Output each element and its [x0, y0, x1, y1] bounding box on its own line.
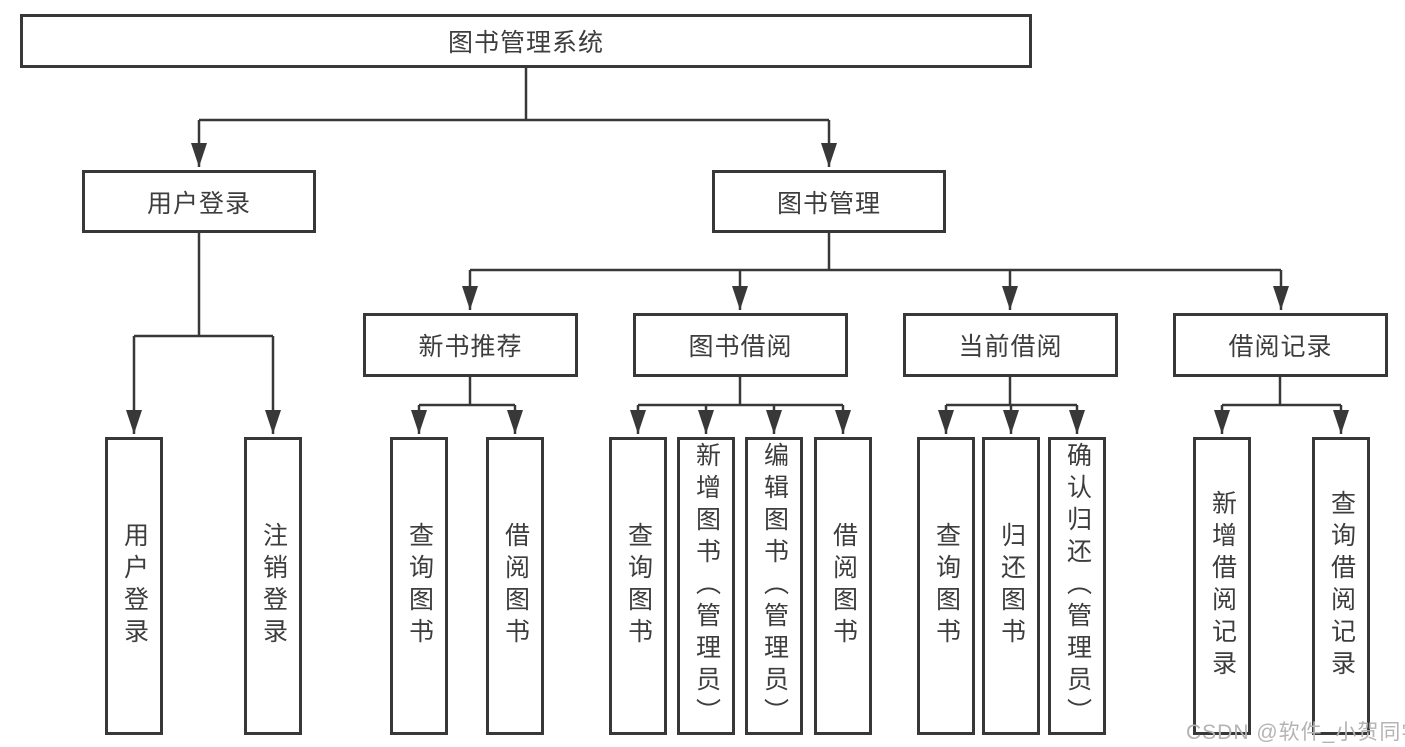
leaf-label: 查询图书 — [932, 522, 961, 650]
node-label: 新书推荐 — [418, 333, 523, 361]
node-label: 当前借阅 — [958, 333, 1063, 361]
leaf-label: 查询借阅记录 — [1327, 490, 1356, 682]
leaf-confirm-return-admin: 确认归还（管理员） — [1048, 437, 1106, 735]
node-label: 图书管理系统 — [447, 29, 604, 57]
watermark: CSDN @软件_小贺同学 — [1186, 721, 1405, 744]
node-book-management: 图书管理 — [712, 170, 946, 233]
node-label: 图书借阅 — [688, 333, 793, 361]
node-current-borrowing: 当前借阅 — [903, 313, 1118, 377]
leaf-query-borrow-record: 查询借阅记录 — [1312, 437, 1370, 735]
node-book-borrowing: 图书借阅 — [633, 313, 848, 377]
leaf-label: 确认归还（管理员） — [1063, 442, 1092, 730]
leaf-query-books-current: 查询图书 — [917, 437, 975, 735]
leaf-logout: 注销登录 — [244, 437, 302, 735]
node-borrowing-records: 借阅记录 — [1173, 313, 1388, 377]
leaf-label: 查询图书 — [405, 522, 434, 650]
leaf-label: 注销登录 — [259, 522, 288, 650]
leaf-borrow-books-recommendation: 借阅图书 — [486, 437, 544, 735]
node-label: 图书管理 — [776, 189, 881, 218]
leaf-label: 借阅图书 — [829, 522, 858, 650]
leaf-query-books-borrowing: 查询图书 — [609, 437, 667, 735]
leaf-query-books-recommendation: 查询图书 — [390, 437, 448, 735]
leaf-label: 编辑图书（管理员） — [760, 442, 789, 730]
node-user-login: 用户登录 — [82, 170, 316, 233]
leaf-add-books-admin: 新增图书（管理员） — [677, 437, 735, 735]
leaf-label: 归还图书 — [997, 522, 1026, 650]
leaf-return-books: 归还图书 — [982, 437, 1040, 735]
leaf-label: 新增借阅记录 — [1208, 490, 1237, 682]
leaf-add-borrow-record: 新增借阅记录 — [1193, 437, 1251, 735]
leaf-edit-books-admin: 编辑图书（管理员） — [745, 437, 803, 735]
leaf-label: 借阅图书 — [501, 522, 530, 650]
leaf-user-login: 用户登录 — [105, 437, 163, 735]
leaf-borrow-books-borrowing: 借阅图书 — [814, 437, 872, 735]
leaf-label: 新增图书（管理员） — [692, 442, 721, 730]
node-library-management-system: 图书管理系统 — [20, 14, 1032, 68]
leaf-label: 用户登录 — [120, 522, 149, 650]
node-label: 借阅记录 — [1228, 333, 1333, 361]
node-label: 用户登录 — [146, 189, 251, 218]
node-new-book-recommendation: 新书推荐 — [363, 313, 578, 377]
leaf-label: 查询图书 — [624, 522, 653, 650]
